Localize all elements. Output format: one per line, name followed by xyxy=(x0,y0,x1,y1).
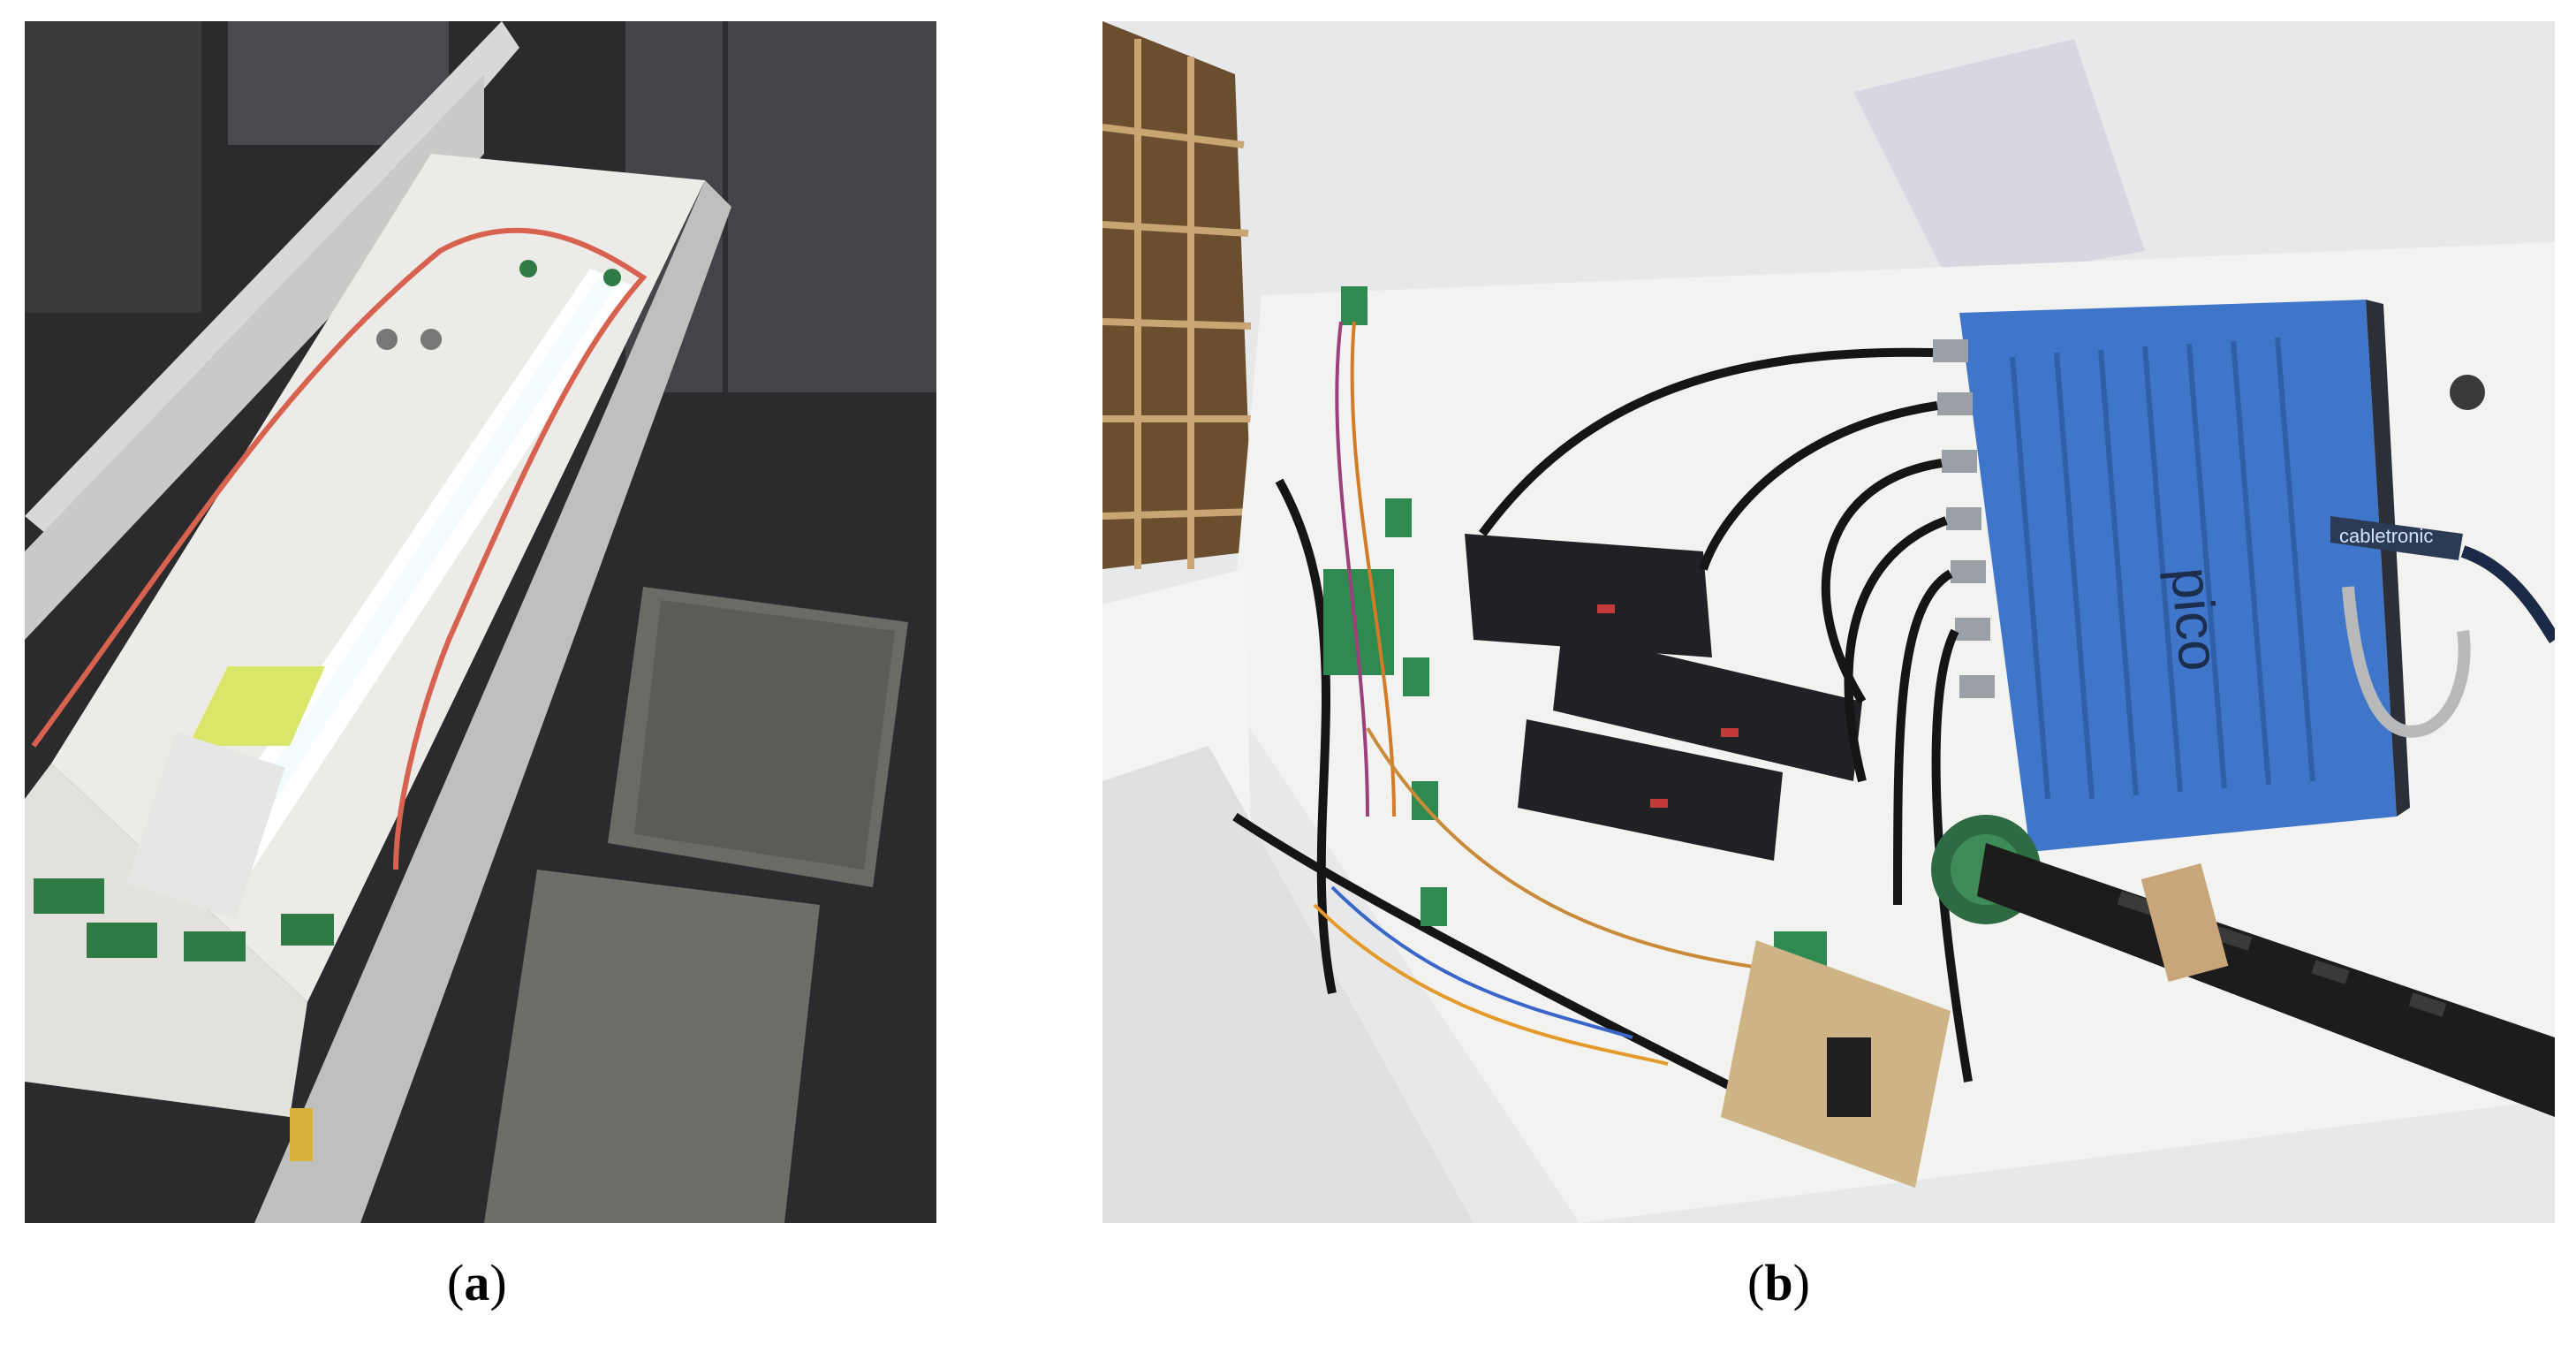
caption-b-open: ( xyxy=(1747,1254,1765,1311)
oscilloscope-device: pico xyxy=(1933,300,2410,852)
panel-b-caption: (b) xyxy=(1747,1253,1810,1312)
caption-a-letter: a xyxy=(464,1254,490,1311)
caption-a-close: ) xyxy=(489,1254,507,1311)
caption-b-letter: b xyxy=(1764,1254,1793,1311)
usb-cable-brand-label: cabletronic xyxy=(2339,525,2433,547)
measurement-setup-photo: pico cabletronic xyxy=(1102,21,2555,1223)
caption-b-close: ) xyxy=(1792,1254,1810,1311)
photo-panel-a xyxy=(25,21,936,1223)
panel-a-caption: (a) xyxy=(447,1253,507,1312)
caption-a-open: ( xyxy=(447,1254,465,1311)
oscilloscope-brand-label: pico xyxy=(2159,565,2231,673)
photo-panel-b: pico cabletronic xyxy=(1102,21,2555,1223)
luminaire-photo xyxy=(25,21,936,1223)
